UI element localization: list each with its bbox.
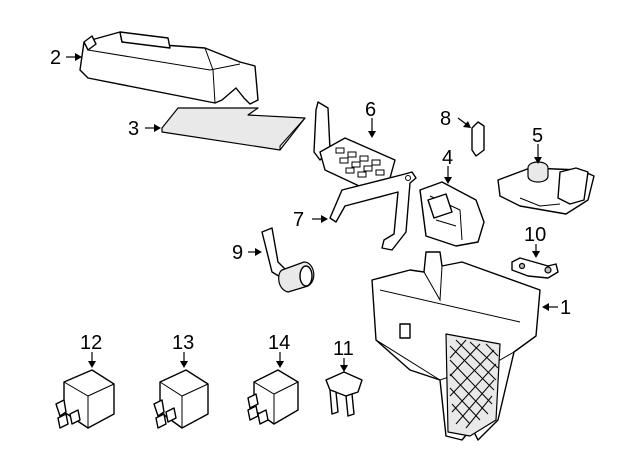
callout-6: 6 bbox=[365, 99, 376, 121]
callout-10: 10 bbox=[524, 224, 546, 246]
part-12-relay[interactable] bbox=[55, 369, 115, 429]
callout-1: 1 bbox=[560, 297, 571, 319]
leader-lines bbox=[66, 53, 558, 372]
part-11-fuse[interactable] bbox=[325, 371, 363, 417]
callout-14: 14 bbox=[268, 332, 290, 354]
part-5-module[interactable] bbox=[497, 161, 595, 215]
part-6-fuse-block[interactable] bbox=[313, 101, 396, 193]
callout-7: 7 bbox=[293, 209, 304, 231]
part-1-housing[interactable] bbox=[371, 251, 541, 441]
part-8-clip[interactable] bbox=[471, 121, 485, 157]
callout-4: 4 bbox=[442, 147, 453, 169]
callout-2: 2 bbox=[50, 47, 61, 69]
part-13-relay[interactable] bbox=[153, 369, 209, 429]
callout-5: 5 bbox=[532, 125, 543, 147]
part-10-sensor[interactable] bbox=[511, 257, 559, 279]
callout-9: 9 bbox=[232, 242, 243, 264]
part-2-cover[interactable] bbox=[79, 31, 259, 105]
callout-13: 13 bbox=[172, 332, 194, 354]
part-7-bracket[interactable] bbox=[329, 171, 417, 251]
callout-3: 3 bbox=[128, 118, 139, 140]
part-3-pad[interactable] bbox=[161, 107, 306, 151]
part-9-strap[interactable] bbox=[261, 227, 315, 293]
callout-11: 11 bbox=[333, 338, 354, 360]
callout-12: 12 bbox=[80, 332, 102, 354]
part-14-relay[interactable] bbox=[247, 369, 299, 425]
callout-8: 8 bbox=[440, 108, 451, 130]
part-4-relay-block[interactable] bbox=[419, 181, 485, 247]
